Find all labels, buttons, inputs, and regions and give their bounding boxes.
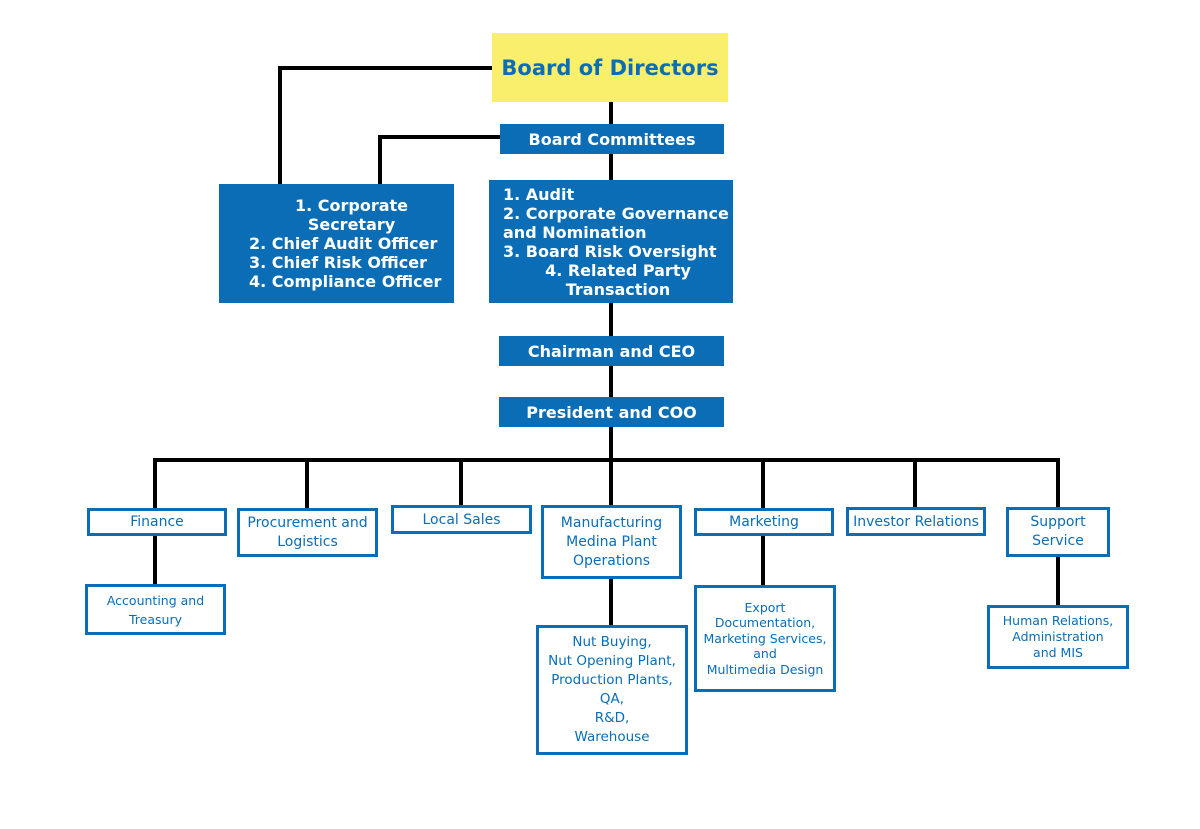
export-documentation-box: Export Documentation, Marketing Services… — [694, 585, 836, 692]
connector-drop-manufacturing — [609, 458, 613, 506]
manufacturing-label: Medina Plant — [566, 533, 657, 550]
support-service-label: Service — [1032, 533, 1084, 549]
plant-ops-label: Warehouse — [574, 729, 650, 745]
local-sales-label: Local Sales — [422, 511, 501, 528]
manufacturing-box: Manufacturing Medina Plant Operations — [541, 505, 682, 579]
connector-department-bus — [153, 458, 1060, 462]
connector-committees-list — [609, 154, 613, 180]
chairman-ceo-box: Chairman and CEO — [499, 336, 724, 366]
connector-drop-finance — [153, 458, 157, 509]
connector-board-officers-h — [278, 66, 492, 70]
connector-finance-accounting — [153, 535, 157, 585]
connector-drop-procurement — [305, 458, 309, 509]
connector-manufacturing-plant — [609, 578, 613, 626]
connector-list-chairman — [609, 303, 613, 336]
connector-drop-local-sales — [459, 458, 463, 506]
investor-relations-box: Investor Relations — [846, 507, 986, 536]
support-service-label: Support — [1030, 514, 1086, 530]
officer-item: 3. Chief Risk Officer — [249, 253, 427, 272]
connector-board-officers-v — [278, 66, 282, 184]
accounting-treasury-box: Accounting and Treasury — [85, 584, 226, 635]
accounting-label: Treasury — [129, 611, 182, 627]
manufacturing-label: Operations — [573, 552, 650, 569]
board-committees-box: Board Committees — [500, 124, 724, 154]
support-service-box: Support Service — [1006, 507, 1110, 557]
plant-operations-box: Nut Buying, Nut Opening Plant, Productio… — [536, 625, 688, 755]
connector-support-human-relations — [1056, 556, 1060, 607]
connector-committees-officers-v — [378, 135, 382, 185]
human-relations-label: and MIS — [1033, 645, 1083, 660]
export-label: Marketing Services, — [703, 630, 827, 646]
chairman-ceo-label: Chairman and CEO — [527, 341, 696, 361]
connector-committees-officers-h — [378, 135, 500, 139]
officer-item: 4. Compliance Officer — [249, 272, 442, 291]
board-committees-label: Board Committees — [528, 129, 696, 149]
accounting-label: Accounting and — [106, 592, 205, 608]
human-relations-label: Human Relations, — [1002, 613, 1114, 628]
officer-item: 1. Corporate Secretary — [294, 196, 409, 234]
investor-relations-label: Investor Relations — [853, 513, 979, 530]
procurement-logistics-box: Procurement and Logistics — [237, 508, 378, 557]
marketing-box: Marketing — [694, 508, 834, 536]
committee-item: 2. Corporate Governance — [503, 203, 729, 223]
local-sales-box: Local Sales — [391, 505, 532, 534]
connector-chairman-president — [609, 366, 613, 397]
plant-ops-label: QA, — [599, 691, 625, 707]
plant-ops-label: R&D, — [594, 710, 630, 726]
officer-item: 2. Chief Audit Officer — [249, 234, 438, 253]
connector-marketing-export — [761, 535, 765, 587]
committee-item: and Nomination — [503, 222, 647, 242]
connector-president-bus — [609, 427, 613, 461]
finance-box: Finance — [87, 508, 227, 536]
export-label: Multimedia Design — [706, 661, 824, 677]
marketing-label: Marketing — [729, 514, 799, 530]
human-relations-box: Human Relations, Administration and MIS — [987, 605, 1129, 669]
connector-drop-marketing — [761, 458, 765, 509]
manufacturing-label: Manufacturing — [560, 514, 663, 531]
committee-item: 3. Board Risk Oversight — [503, 241, 717, 261]
plant-ops-label: Production Plants, — [551, 672, 673, 688]
plant-ops-label: Nut Buying, — [572, 634, 652, 650]
board-of-directors-label: Board of Directors — [501, 55, 719, 80]
connector-drop-support — [1056, 458, 1060, 508]
committee-item: 4. Related Party Transaction — [545, 260, 691, 299]
connector-board-committees — [609, 102, 613, 124]
finance-label: Finance — [130, 514, 184, 530]
procurement-label: Logistics — [277, 533, 338, 550]
export-label: Documentation, — [714, 615, 816, 631]
plant-ops-label: Nut Opening Plant, — [548, 653, 676, 669]
procurement-label: Procurement and — [247, 514, 368, 531]
export-label: Export — [744, 599, 786, 615]
president-coo-label: President and COO — [526, 402, 697, 422]
committees-list-box: 1. Audit 2. Corporate Governance and Nom… — [489, 180, 733, 303]
connector-drop-investor-relations — [913, 458, 917, 508]
human-relations-label: Administration — [1012, 629, 1104, 644]
board-of-directors-box: Board of Directors — [492, 33, 728, 102]
committee-item: 1. Audit — [503, 184, 575, 204]
president-coo-box: President and COO — [499, 397, 724, 427]
officers-box: 1. Corporate Secretary 2. Chief Audit Of… — [219, 184, 454, 303]
export-label: and — [753, 646, 777, 662]
